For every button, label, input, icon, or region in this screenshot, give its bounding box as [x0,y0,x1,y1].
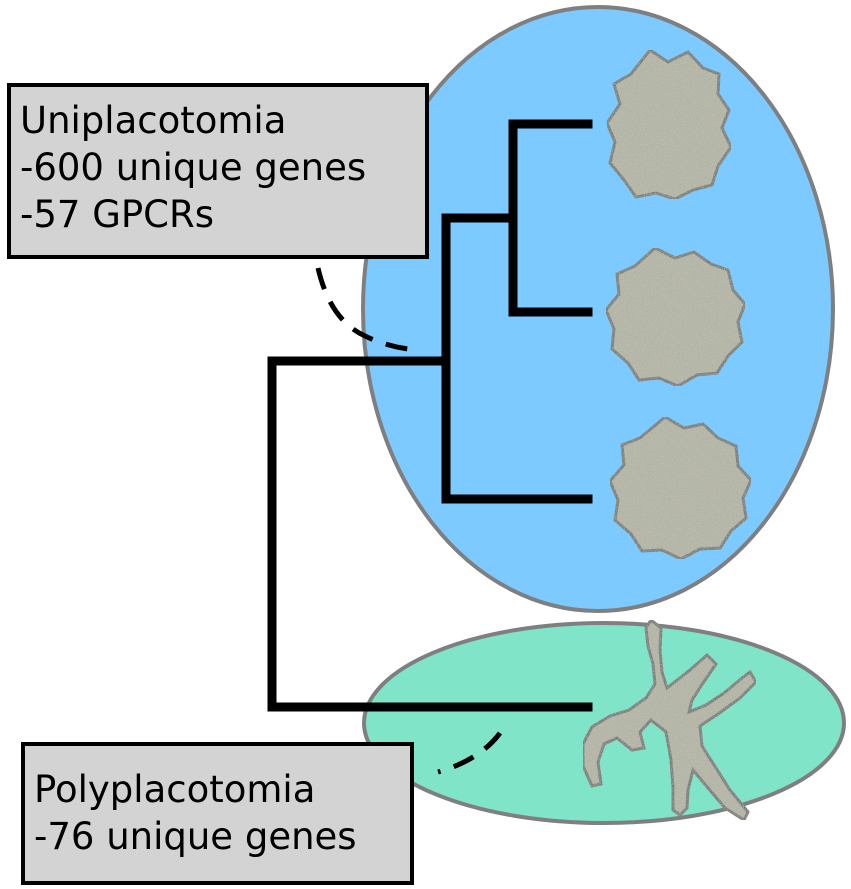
round-placozoan-icon [605,47,733,201]
polyplacotomia-title: Polyplacotomia [34,768,316,811]
branching-placozoan-icon [581,617,758,823]
tree-uni-subclade [508,119,593,317]
round-placozoan-icon [604,246,747,388]
phylogenetic-tree [267,119,593,712]
uniplacotomia-fact-genes: -600 unique genes [20,146,367,189]
tree-uni-clade [441,213,593,504]
uniplacotomia-fact-gpcrs: -57 GPCRs [20,193,214,236]
round-placozoan-icon [608,415,753,561]
tree-root-branch [267,356,593,712]
uniplacotomia-callout-line [315,267,419,353]
polyplacotomia-fact-genes: -76 unique genes [34,815,357,858]
polyplacotomia-callout-line [437,731,503,775]
uniplacotomia-title: Uniplacotomia [20,99,287,142]
uniplacotomia-ellipse [361,5,835,613]
polyplacotomia-label-box: Polyplacotomia -76 unique genes [21,742,414,885]
uniplacotomia-label-box: Uniplacotomia -600 unique genes -57 GPCR… [7,83,429,259]
